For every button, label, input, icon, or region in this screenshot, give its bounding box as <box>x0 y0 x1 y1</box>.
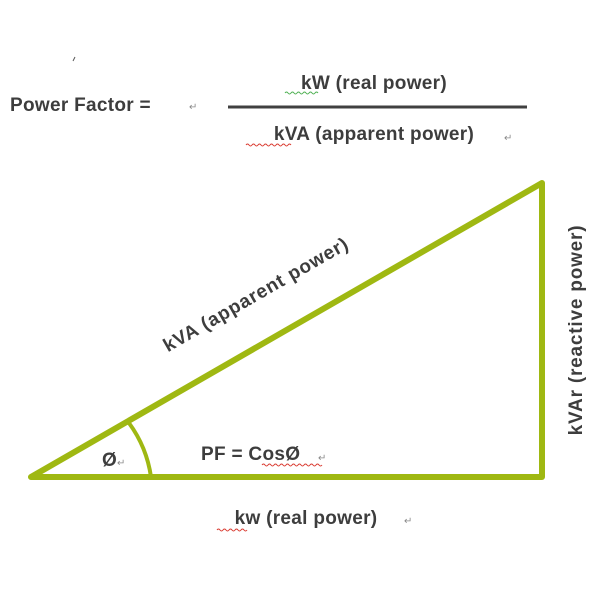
return-mark: ↵ <box>404 516 412 527</box>
base-label: kw (real power) <box>235 508 378 529</box>
spellcheck-squiggle <box>261 463 323 467</box>
angle-arc <box>127 421 153 478</box>
spellcheck-squiggle <box>245 143 292 147</box>
formula-numerator: kW (real power) <box>301 73 447 94</box>
return-mark: ↵ <box>189 102 197 113</box>
power-triangle <box>28 180 545 480</box>
spellcheck-squiggle <box>216 528 248 532</box>
formula-lhs: Power Factor = <box>10 95 151 116</box>
stray-mark <box>72 56 76 62</box>
pf-label: PF = CosØ <box>201 444 300 465</box>
angle-symbol: Ø <box>102 450 117 471</box>
hypotenuse-label: kVA (apparent power) <box>160 234 353 357</box>
return-mark: ↵ <box>318 453 326 464</box>
grammar-squiggle <box>284 91 319 95</box>
return-mark: ↵ <box>504 133 512 144</box>
formula-denominator: kVA (apparent power) <box>274 124 474 145</box>
return-mark: ↵ <box>117 458 125 469</box>
vertical-side-label: kVAr (reactive power) <box>566 225 587 436</box>
